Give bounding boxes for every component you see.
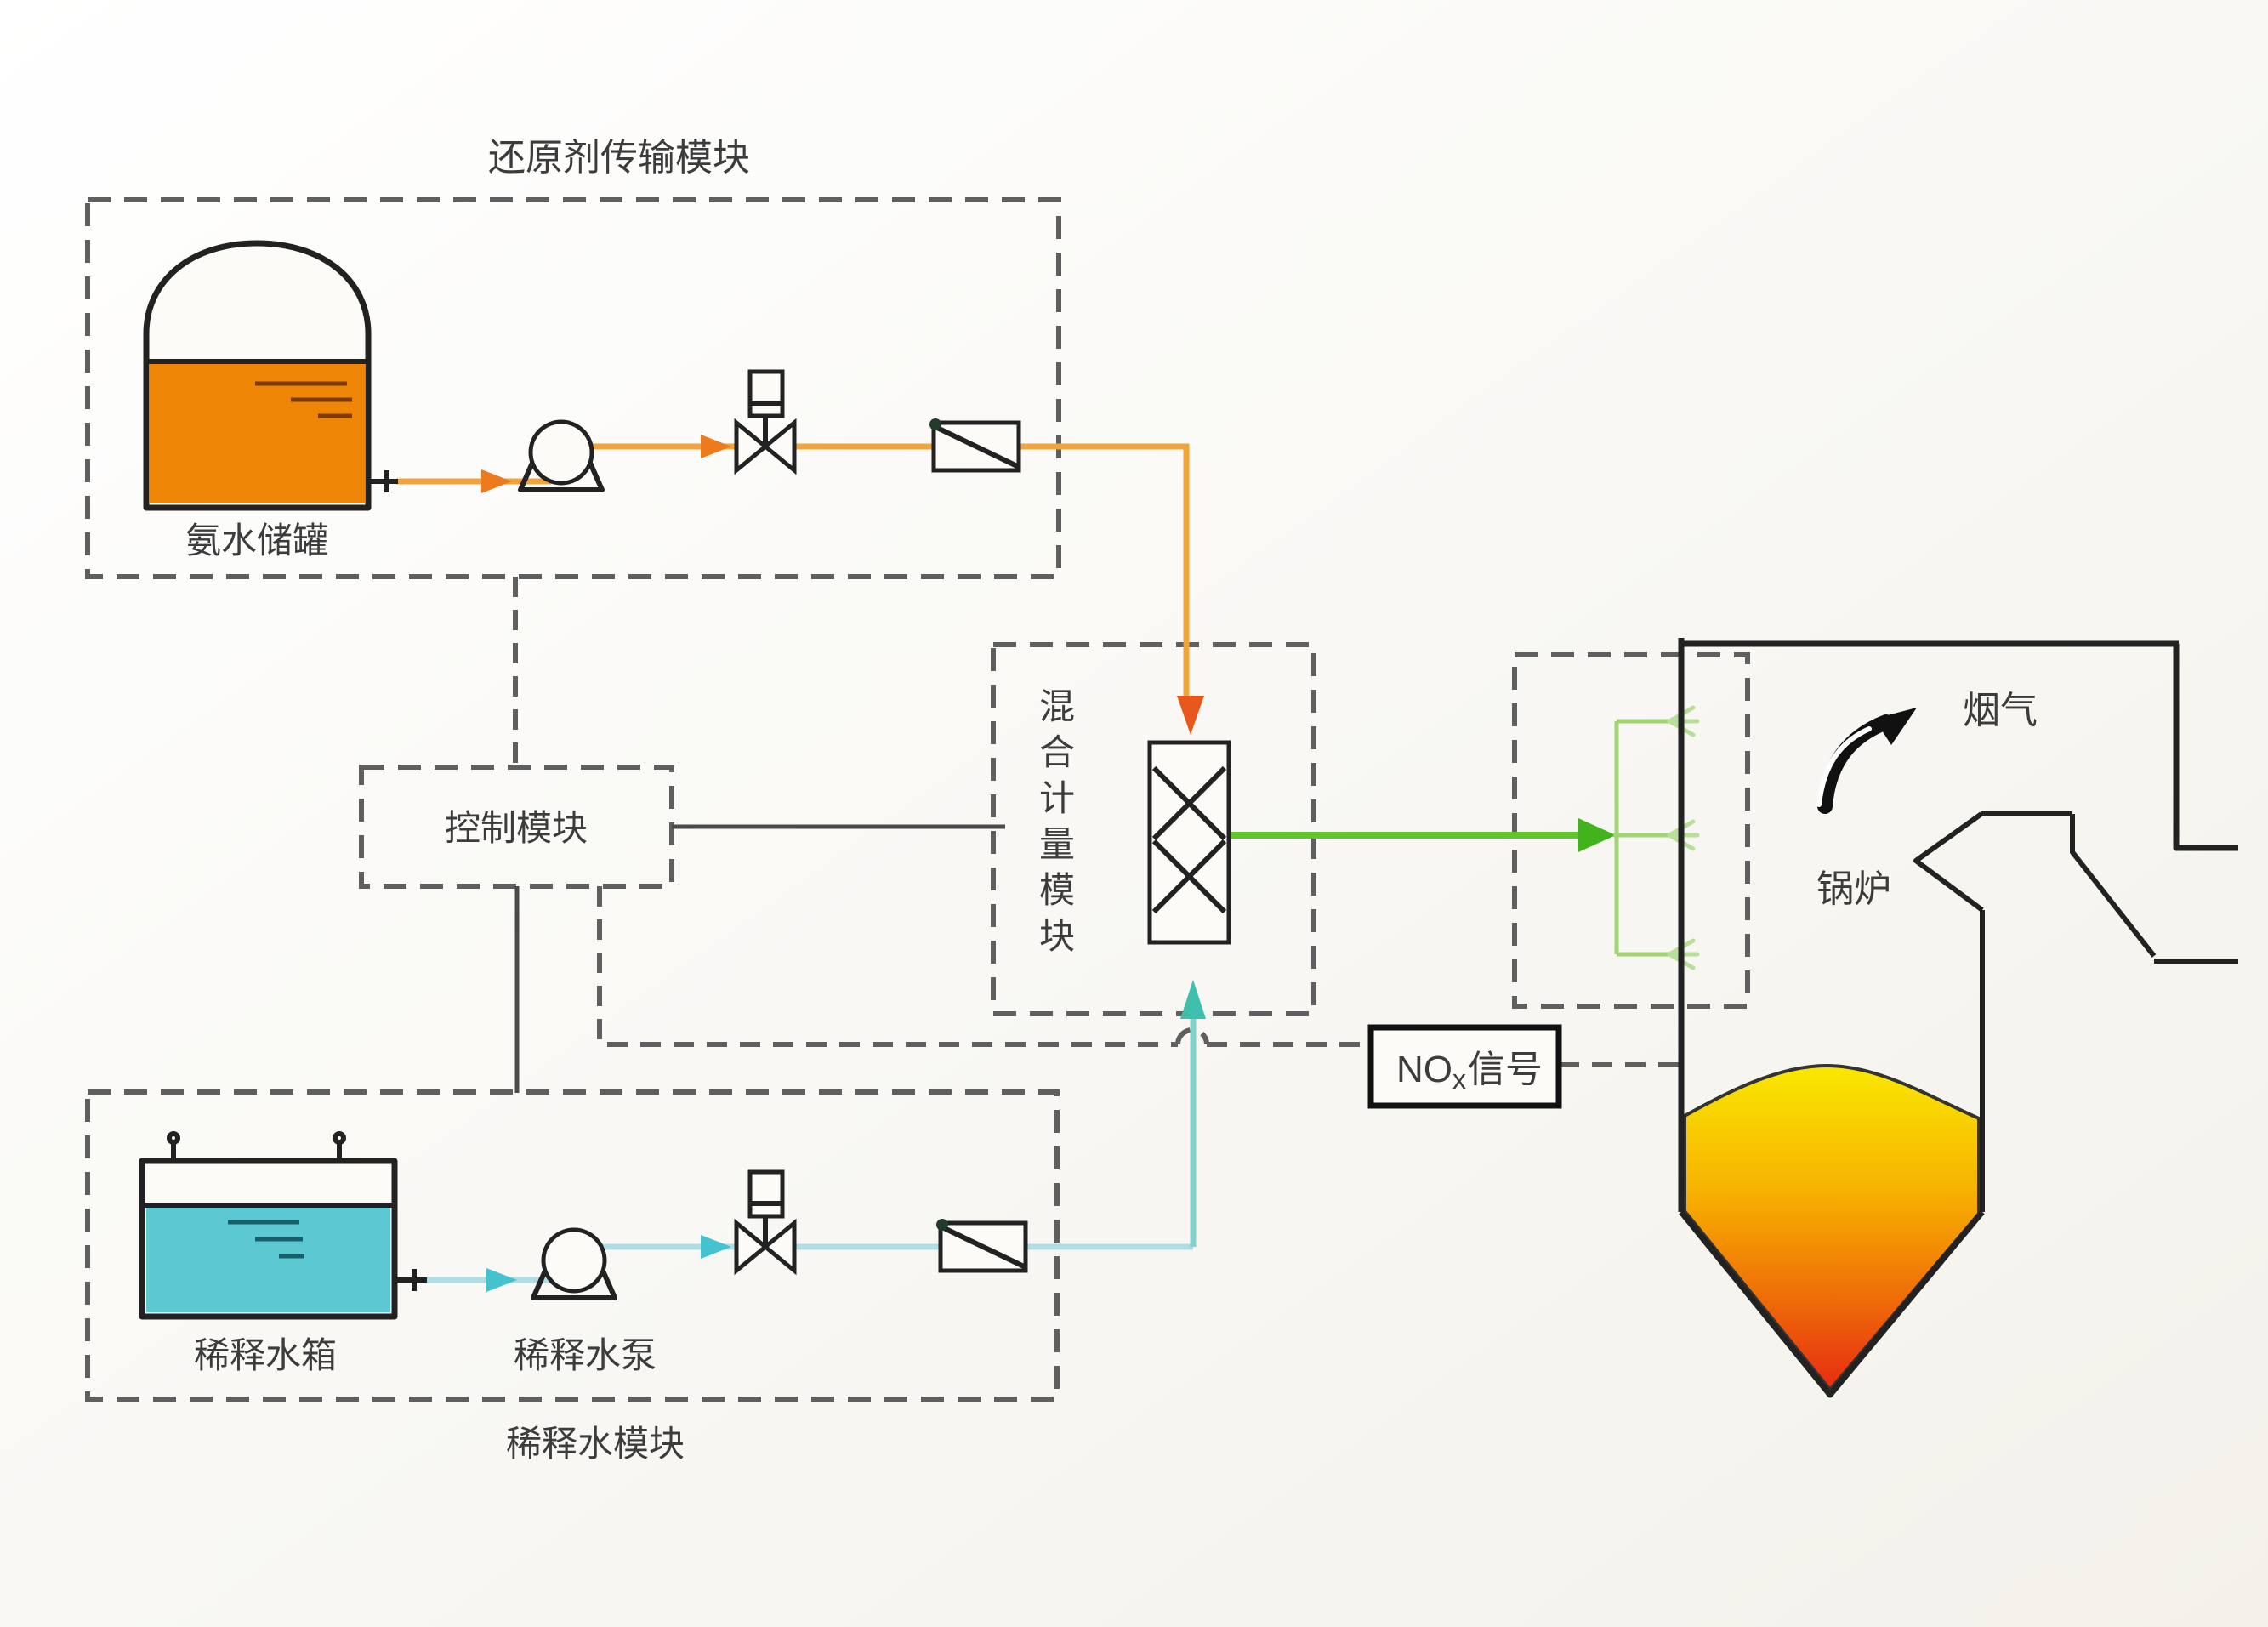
ammonia-tank-label: 氨水储罐	[185, 521, 328, 560]
signal-line-hop	[1175, 1027, 1209, 1045]
dilution-tank-vent-1-cap	[167, 1131, 180, 1145]
ammonia-pump-casing	[528, 419, 594, 486]
dilution-control-valve	[734, 1169, 797, 1276]
dilution-pump-label: 稀释水泵	[514, 1335, 657, 1375]
mixing-module-box	[991, 642, 1316, 1016]
ammonia-valve-body-left	[734, 418, 769, 475]
flue-gas-arrow-highlight	[1816, 726, 1872, 807]
reductant-module-box	[85, 197, 1061, 579]
nox-signal-box-frame	[1367, 1024, 1562, 1109]
ammonia-filter-dot	[929, 418, 941, 430]
boiler-right-wall	[2173, 644, 2238, 851]
dilution-filter-dot	[936, 1219, 948, 1231]
dilution-valve-body-left	[734, 1218, 769, 1276]
mixed-solution-arrow	[1578, 818, 1616, 852]
svg-text:块: 块	[1039, 916, 1075, 956]
dilution-pump-casing	[541, 1227, 607, 1294]
svg-text:混: 混	[1039, 686, 1075, 726]
ammonia-tank-outline	[143, 240, 372, 511]
dilution-filter-element	[939, 1224, 1027, 1270]
ammonia-pump	[518, 419, 605, 492]
boiler-nose	[1913, 811, 1984, 913]
dilution-filter	[936, 1219, 1028, 1273]
mixer-element-2b	[1151, 839, 1227, 914]
reductant-module-label: 还原剂传输模块	[488, 137, 750, 179]
ammonia-control-valve	[734, 369, 797, 475]
ammonia-tank	[143, 240, 398, 511]
nox-signal-prefix: NO	[1396, 1049, 1452, 1090]
boiler-hopper	[1679, 1209, 1985, 1398]
flue-gas-label: 烟气	[1963, 690, 2038, 731]
dilution-tank-outline	[139, 1158, 398, 1320]
dilution-module-box	[85, 1089, 1060, 1402]
boiler	[1678, 638, 2238, 1398]
svg-text:量: 量	[1039, 824, 1075, 864]
control-module-label: 控制模块	[445, 808, 588, 848]
flue-gas-arrow	[1817, 714, 1894, 814]
mixer-element-1b	[1151, 765, 1227, 841]
dilution-tank-vent-2-cap	[333, 1131, 346, 1145]
dilution-pump	[531, 1227, 617, 1300]
static-mixer	[1147, 740, 1231, 945]
svg-text:合: 合	[1039, 732, 1075, 772]
nox-signal-box: NO x 信号	[1367, 1024, 1562, 1109]
nox-signal-suffix: 信号	[1468, 1049, 1543, 1090]
svg-text:模: 模	[1039, 870, 1075, 910]
dilution-up-arrow	[1180, 980, 1206, 1019]
dilution-flow-arrow-2	[701, 1235, 731, 1259]
ammonia-down-arrow	[1177, 696, 1204, 735]
dilution-tank-label: 稀释水箱	[194, 1335, 337, 1375]
ammonia-valve-actuator	[747, 369, 785, 418]
ammonia-pump-stand	[518, 459, 605, 492]
dilution-pump-stand	[531, 1267, 617, 1300]
boiler-flame	[1683, 1063, 1981, 1393]
mixing-module-label: 混 合 计 量 模 块	[1039, 686, 1075, 956]
svg-text:计: 计	[1039, 778, 1075, 818]
dilution-module-label: 稀释水模块	[506, 1424, 685, 1464]
dilution-tank	[139, 1131, 427, 1320]
dilution-valve-body-right	[762, 1218, 797, 1276]
ammonia-filter-element	[932, 424, 1020, 469]
boiler-label: 锅炉	[1816, 868, 1891, 910]
ammonia-filter	[929, 418, 1021, 473]
ammonia-flow-arrow-2	[701, 435, 731, 458]
ammonia-flow-arrow-1	[481, 469, 512, 493]
ammonia-valve-body-right	[762, 418, 797, 475]
dilution-flow-arrow-1	[486, 1268, 517, 1292]
boiler-rear-pass-wall	[2070, 814, 2157, 958]
flue-gas-arrowhead	[1874, 708, 1917, 745]
signal-line-control-to-nox	[597, 886, 1178, 1047]
injection-module-box	[1512, 652, 1750, 1009]
nox-signal-subscript: x	[1452, 1064, 1466, 1095]
dilution-valve-actuator	[747, 1169, 785, 1219]
